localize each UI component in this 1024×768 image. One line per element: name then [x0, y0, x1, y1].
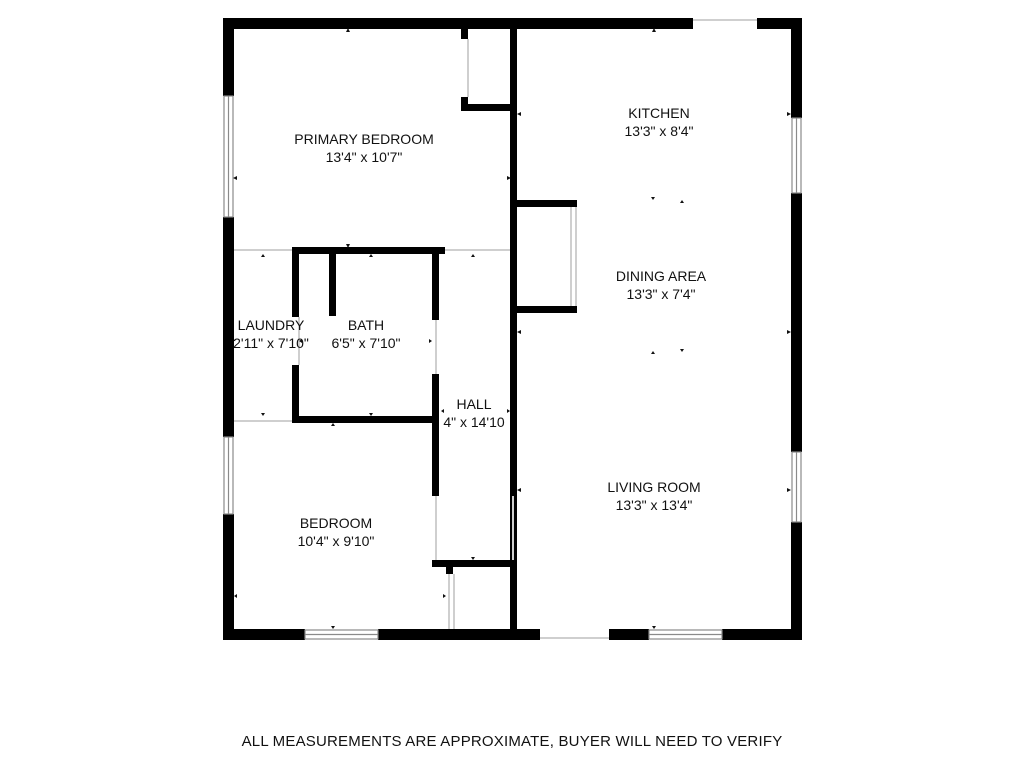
room-name: LIVING ROOM [607, 479, 701, 495]
room-label-bath: BATH 6'5" x 7'10" [332, 316, 401, 352]
room-label-hall: HALL 4" x 14'10 [443, 395, 504, 431]
room-name: HALL [456, 396, 492, 412]
openings [234, 19, 757, 639]
room-dimensions: 6'5" x 7'10" [331, 335, 401, 351]
room-label-primary-bedroom: PRIMARY BEDROOM 13'4" x 10'7" [294, 130, 434, 166]
room-label-bedroom: BEDROOM 10'4" x 9'10" [298, 514, 375, 550]
room-dimensions: 2'11" x 7'10" [233, 335, 309, 351]
room-name: LAUNDRY [237, 317, 305, 333]
room-name: PRIMARY BEDROOM [294, 131, 434, 147]
exterior-walls [223, 18, 802, 640]
room-name: BEDROOM [299, 515, 373, 531]
room-name: DINING AREA [615, 268, 707, 284]
room-dimensions: 13'3" x 8'4" [624, 123, 694, 139]
room-label-kitchen: KITCHEN 13'3" x 8'4" [625, 104, 694, 140]
room-dimensions: 4" x 14'10 [443, 414, 505, 430]
room-name: KITCHEN [628, 105, 690, 121]
room-dimensions: 10'4" x 9'10" [297, 533, 375, 549]
room-dimensions: 13'3" x 7'4" [626, 286, 696, 302]
room-dimensions: 13'4" x 10'7" [325, 149, 403, 165]
room-name: BATH [347, 317, 385, 333]
room-dimensions: 13'3" x 13'4" [615, 497, 693, 513]
dimension-markers [233, 28, 791, 629]
interior-walls [292, 29, 577, 629]
windows [223, 95, 802, 640]
measurement-disclaimer: ALL MEASUREMENTS ARE APPROXIMATE, BUYER … [241, 733, 783, 750]
room-label-dining-area: DINING AREA 13'3" x 7'4" [616, 267, 706, 303]
room-label-living-room: LIVING ROOM 13'3" x 13'4" [607, 478, 700, 514]
room-label-laundry: LAUNDRY 2'11" x 7'10" [233, 316, 309, 352]
